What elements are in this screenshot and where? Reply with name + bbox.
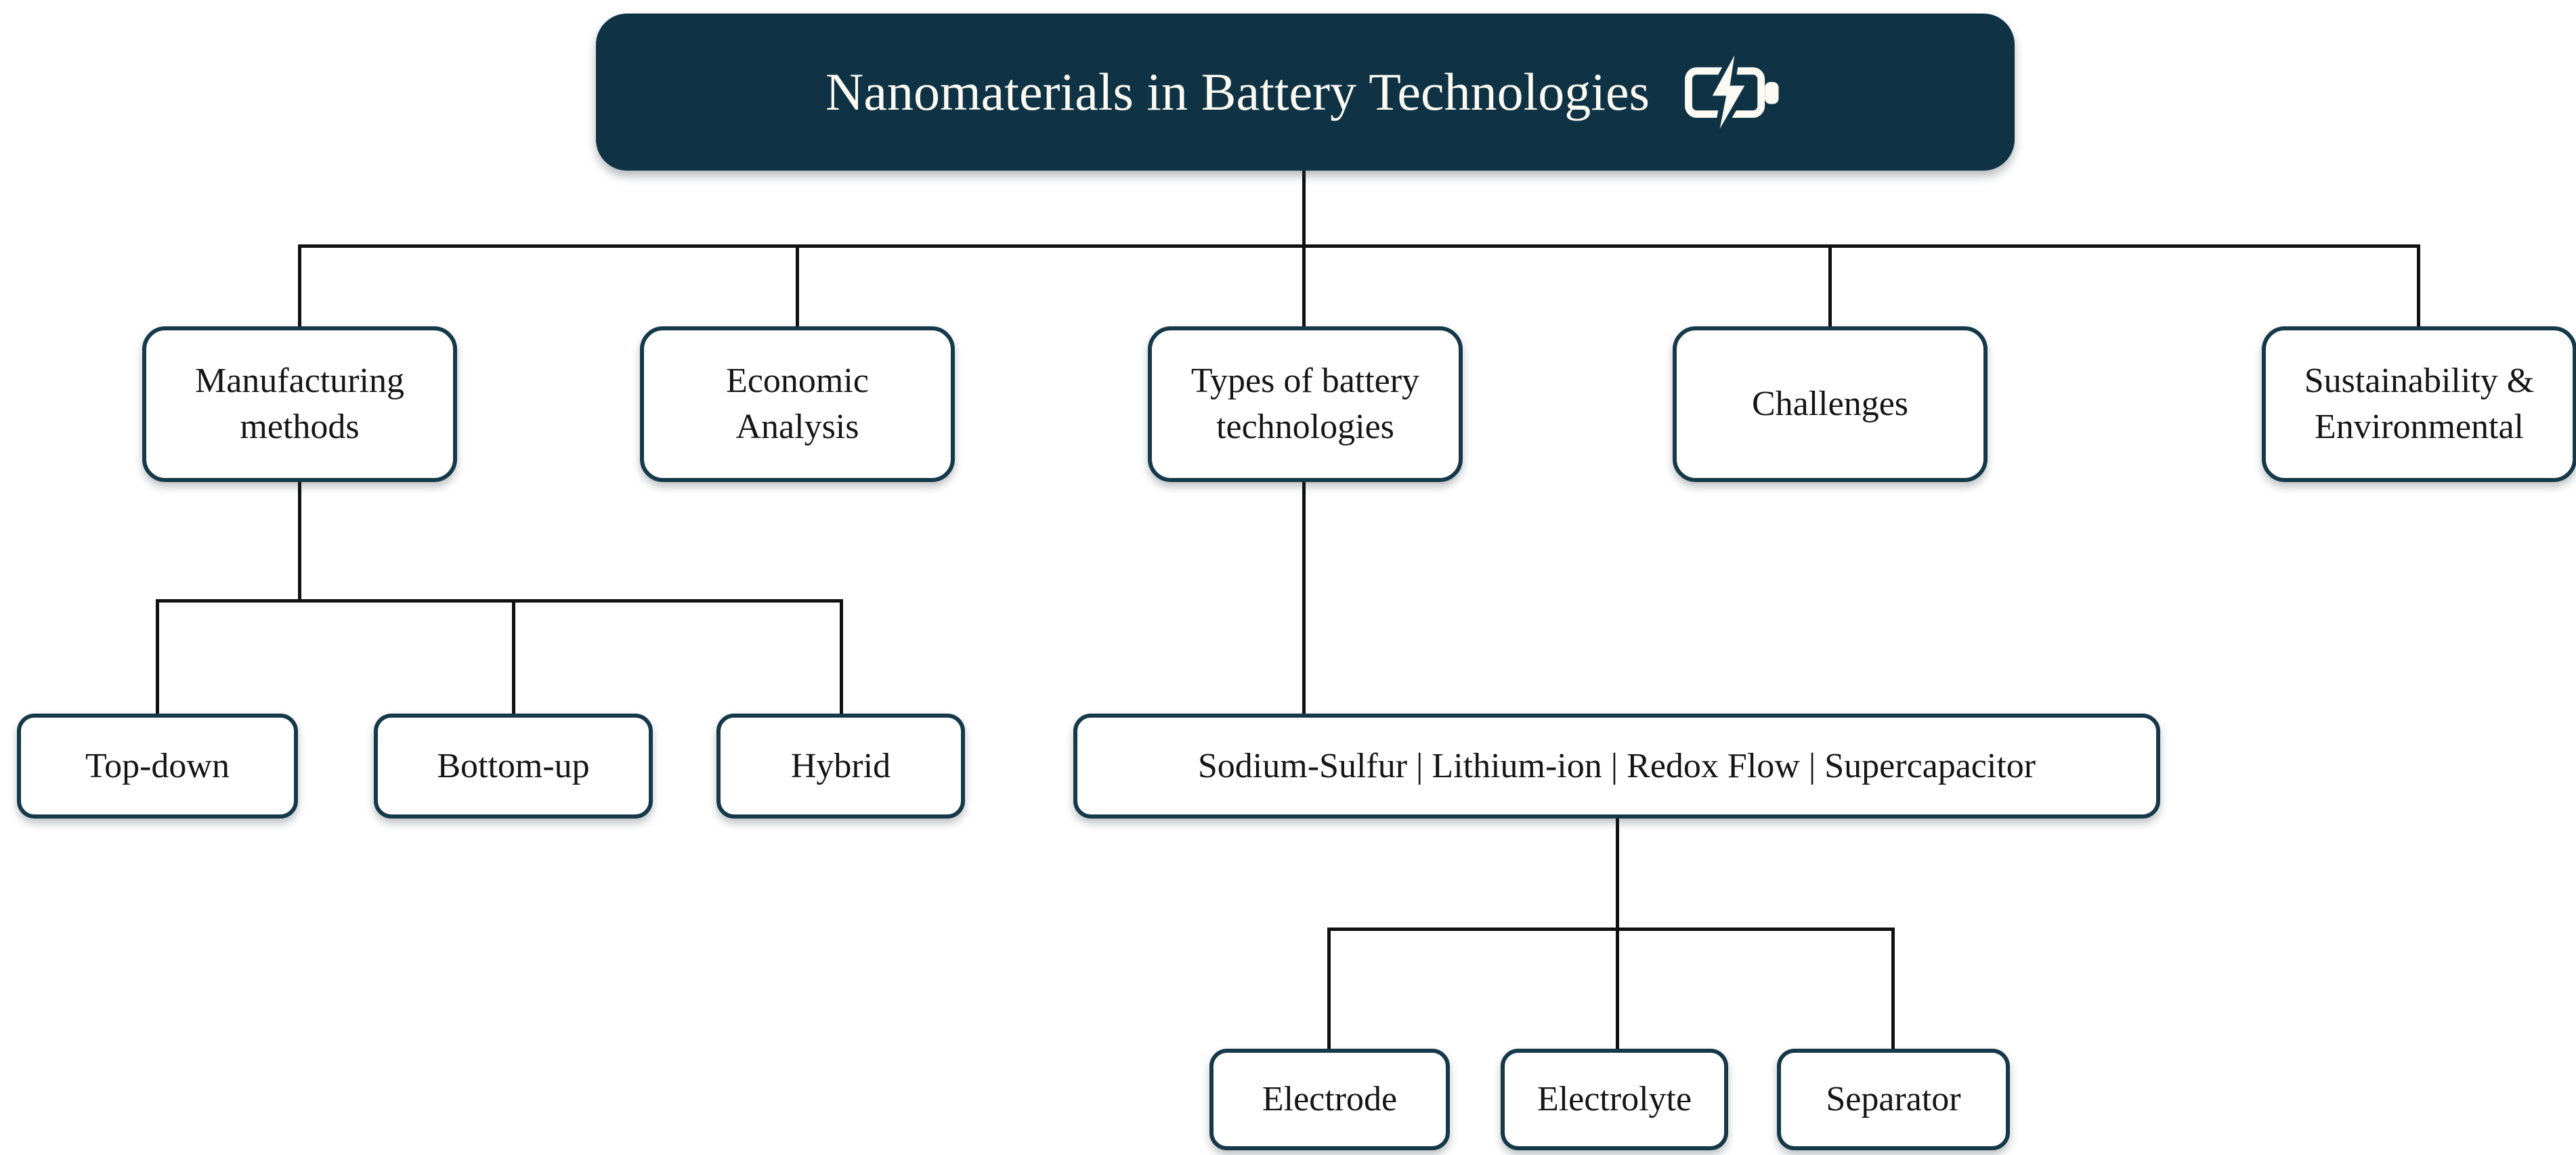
connector-line <box>512 599 515 714</box>
battery-charging-icon <box>1682 55 1785 129</box>
connector-line <box>298 481 301 603</box>
connector-line <box>1616 928 1619 1049</box>
connector-line <box>1828 244 1832 326</box>
node-battery-types-list: Sodium-Sulfur | Lithium-ion | Redox Flow… <box>1073 714 2160 819</box>
node-types-of-battery-technologies: Types of battery technologies <box>1148 326 1463 482</box>
node-economic-analysis: Economic Analysis <box>640 326 955 482</box>
node-sustainability-environmental: Sustainability & Environmental <box>2262 326 2576 482</box>
node-manufacturing-methods: Manufacturing methods <box>142 326 457 482</box>
connector-line <box>1327 928 1331 1049</box>
connector-line <box>1302 244 1306 326</box>
node-electrode: Electrode <box>1209 1049 1450 1150</box>
connector-line <box>796 244 799 326</box>
connector-line <box>1327 928 1895 931</box>
connector-line <box>156 599 843 603</box>
node-separator: Separator <box>1777 1049 2010 1150</box>
connector-line <box>2417 244 2420 326</box>
connector-line <box>840 599 843 714</box>
node-top-down: Top-down <box>17 714 298 819</box>
connector-line <box>156 599 159 714</box>
connector-line <box>1616 817 1619 930</box>
connector-line <box>298 244 301 326</box>
node-hybrid: Hybrid <box>716 714 965 819</box>
node-bottom-up: Bottom-up <box>374 714 653 819</box>
connector-line <box>1302 169 1306 247</box>
connector-line <box>298 244 2420 248</box>
node-electrolyte: Electrolyte <box>1501 1049 1728 1150</box>
connector-line <box>1891 928 1895 1049</box>
node-title: Nanomaterials in Battery Technologies <box>596 14 2015 171</box>
node-challenges: Challenges <box>1673 326 1988 482</box>
connector-line <box>1302 481 1306 714</box>
title-label: Nanomaterials in Battery Technologies <box>825 62 1650 121</box>
